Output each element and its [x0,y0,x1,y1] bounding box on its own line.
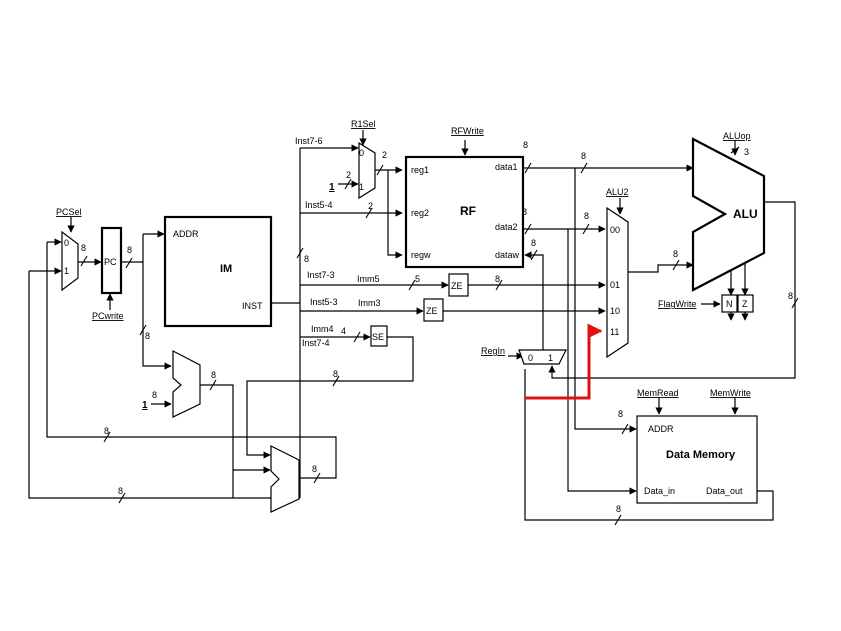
rfwrite-signal: RFWrite [451,126,484,136]
width-adder2-out: 8 [312,464,317,474]
im-label: IM [220,263,232,275]
rf-dataw-port: dataw [495,250,520,260]
imm3-label: Imm3 [358,298,381,308]
inst54-label: Inst5-4 [305,200,333,210]
inst53-label: Inst5-3 [310,297,338,307]
pc-mux-in1: 1 [64,266,69,276]
width-inst: 8 [304,254,309,264]
width-adder-out: 8 [211,370,216,380]
register-file-block [404,155,525,269]
r1sel-mux-in1: 1 [359,182,364,192]
inst73-label: Inst7-3 [307,270,335,280]
width-data-out: 8 [616,504,621,514]
dmem-addr-port: ADDR [648,424,674,434]
pc-label: PC [104,257,117,267]
width-data2-branch: 8 [584,211,589,221]
wires [28,130,796,521]
width-imm5: 5 [415,274,420,284]
width-feedback-top: 8 [104,426,109,436]
width-aluop: 3 [744,147,749,157]
pc-increment-adder [172,350,201,418]
zero-extend-2 [423,298,444,322]
rf-data2-port: data2 [495,222,518,232]
flag-n-label: N [726,299,733,309]
pcsel-signal: PCSel [56,207,82,217]
width-adder-in: 8 [152,390,157,400]
width-alu2-out: 8 [673,249,678,259]
inst74-label: Inst7-4 [302,338,330,348]
alu2-mux [606,206,629,359]
data-memory-block [636,415,758,504]
alu-label: ALU [733,207,758,221]
width-r1sel-out: 2 [382,150,387,160]
highlighted-wire [525,323,603,400]
alu2-mux-in01: 01 [610,280,620,290]
rf-label: RF [460,204,476,218]
alu-block [691,137,766,292]
width-alu-out: 8 [788,291,793,301]
width-imm4: 4 [341,326,346,336]
rf-regw-port: regw [411,250,431,260]
data-memory-label: Data Memory [666,449,736,461]
se-label: SE [372,332,384,342]
width-data1: 8 [523,140,528,150]
aluop-signal: ALUop [723,131,751,141]
alu2-mux-in11: 11 [610,327,619,337]
flagwrite-signal: FlagWrite [658,299,696,309]
width-r1sel-in: 2 [346,170,351,180]
branch-adder [270,445,300,513]
dmem-dataout-port: Data_out [706,486,743,496]
rf-reg1-port: reg1 [411,165,429,175]
sign-extend [370,325,388,347]
pc-mux [61,230,79,292]
flag-z-label: Z [742,299,748,309]
width-data1-branch: 8 [581,151,586,161]
alu2-mux-in00: 00 [610,225,620,235]
pc-register [100,226,123,295]
instruction-memory-block [163,215,273,328]
width-pc-down: 8 [145,331,150,341]
width-dmem-addr: 8 [618,409,623,419]
ze1-label: ZE [451,281,463,291]
inst76-label: Inst7-6 [295,136,323,146]
alu2-mux-in10: 10 [610,306,620,316]
memread-signal: MemRead [637,388,679,398]
alu2-signal: ALU2 [606,187,629,197]
width-ze1-out: 8 [495,274,500,284]
ze2-label: ZE [426,306,438,316]
width-dataw: 8 [531,238,536,248]
pcwrite-signal: PCwrite [92,311,124,321]
rf-data1-port: data1 [495,162,518,172]
regin-mux-in0: 0 [528,353,533,363]
regin-signal: RegIn [481,346,505,356]
const-one-adder: 1 [142,400,148,411]
dmem-datain-port: Data_in [644,486,675,496]
memwrite-signal: MemWrite [710,388,751,398]
flag-z-register [737,294,754,313]
r1sel-mux [358,141,376,200]
width-inst54: 2 [368,201,373,211]
imm4-label: Imm4 [311,324,334,334]
zero-extend-1 [448,273,469,297]
pc-mux-in0: 0 [64,238,69,248]
rf-reg2-port: reg2 [411,208,429,218]
regin-mux [518,349,567,365]
imm5-label: Imm5 [357,274,380,284]
im-addr-port: ADDR [173,229,199,239]
r1sel-signal: R1Sel [351,119,376,129]
r1sel-mux-in0: 0 [359,148,364,158]
regin-mux-in1: 1 [548,353,553,363]
bus-slashes [80,146,799,526]
width-pcmux: 8 [81,243,86,253]
const-one-r1sel: 1 [329,182,335,193]
im-inst-port: INST [242,301,263,311]
width-se-out: 8 [333,369,338,379]
width-pc-out: 8 [127,245,132,255]
width-feedback-bottom: 8 [118,486,123,496]
flag-n-register [721,294,738,313]
width-data2: 8 [522,207,527,217]
